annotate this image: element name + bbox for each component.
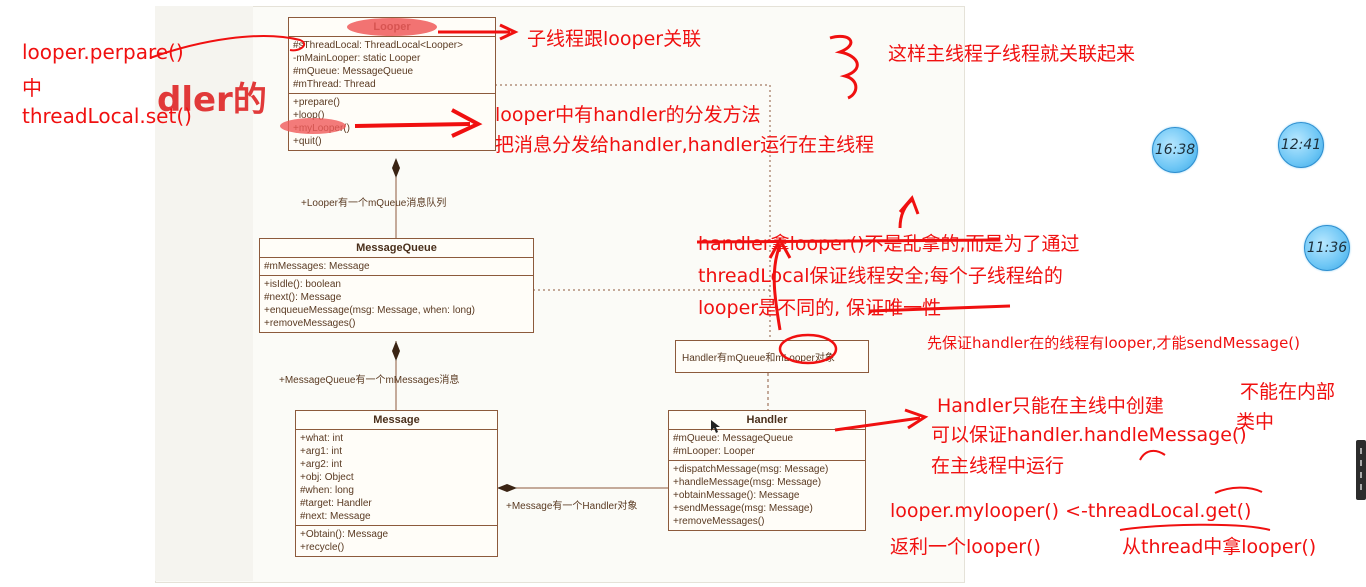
messagequeue-method: #next(): Message — [264, 292, 342, 303]
looper-method: +prepare() — [293, 97, 340, 108]
message-attr: +obj: Object — [300, 472, 354, 483]
annotation-looper-prepare: looper.perpare() — [22, 40, 184, 64]
looper-attributes: #sThreadLocal: ThreadLocal<Looper> -mMai… — [289, 37, 495, 94]
handler-method: +dispatchMessage(msg: Message) — [673, 464, 829, 475]
message-attr: #when: long — [300, 485, 354, 496]
annotation-mylooper: looper.mylooper() <-threadLocal.get() — [890, 500, 1252, 522]
annotation-loop-dispatch: looper中有handler的分发方法 — [495, 104, 761, 126]
annotation-return-looper: 返利一个looper() — [890, 536, 1041, 558]
looper-attr: -mMainLooper: static Looper — [293, 53, 421, 64]
handler-method: +obtainMessage(): Message — [673, 490, 800, 501]
annotation-associated: 这样主线程子线程就关联起来 — [888, 43, 1136, 65]
annotation-looper-unique: looper是不同的, 保证唯一性 — [698, 297, 942, 319]
handler-method: +sendMessage(msg: Message) — [673, 503, 813, 514]
looper-method: +loop() — [293, 110, 325, 121]
annotation-from-thread: 从thread中拿looper() — [1122, 536, 1317, 558]
annotation-in: 中 — [22, 76, 42, 100]
clock-widget[interactable]: 12:41 — [1278, 122, 1324, 168]
message-attr: #target: Handler — [300, 498, 372, 509]
clock-time: 12:41 — [1280, 137, 1322, 153]
annotation-threadlocal-safe: threadLocal保证线程安全;每个子线程给的 — [698, 265, 1063, 287]
messagequeue-method: +removeMessages() — [264, 318, 356, 329]
messagequeue-attributes: #mMessages: Message — [260, 258, 533, 276]
message-methods: +Obtain(): Message +recycle() — [296, 526, 497, 556]
message-attr: +arg2: int — [300, 459, 342, 470]
cursor-icon — [711, 420, 720, 433]
handler-class-title: Handler — [669, 411, 865, 430]
annotation-threadlocal-set: threadLocal.set() — [22, 104, 192, 128]
messagequeue-method: +enqueueMessage(msg: Message, when: long… — [264, 305, 475, 316]
handler-attributes: #mQueue: MessageQueue #mLooper: Looper — [669, 430, 865, 461]
looper-attr: #mThread: Thread — [293, 79, 376, 90]
handler-attr: #mLooper: Looper — [673, 446, 755, 457]
annotation-inner-class-2: 类中 — [1236, 411, 1275, 433]
handler-attr: #mQueue: MessageQueue — [673, 433, 794, 444]
annotation-inner-class-1: 不能在内部 — [1240, 381, 1336, 403]
slide-margin — [155, 6, 253, 581]
handler-method: +handleMessage(msg: Message) — [673, 477, 822, 488]
clock-time: 11:36 — [1306, 240, 1348, 256]
message-class-box: Message +what: int +arg1: int +arg2: int… — [295, 410, 498, 557]
looper-attr: #sThreadLocal: ThreadLocal<Looper> — [293, 40, 463, 51]
scrollbar[interactable] — [1356, 440, 1366, 500]
message-attr: +arg1: int — [300, 446, 342, 457]
annotation-handle-message: 可以保证handler.handleMessage() — [931, 424, 1247, 446]
annotation-run-main: 在主线程中运行 — [931, 455, 1065, 477]
annotation-handler-main: Handler只能在主线中创建 — [937, 395, 1164, 417]
looper-attr: #mQueue: MessageQueue — [293, 66, 414, 77]
messagequeue-method: +isIdle(): boolean — [264, 279, 341, 290]
messagequeue-class-box: MessageQueue #mMessages: Message +isIdle… — [259, 238, 534, 333]
clock-widget[interactable]: 16:38 — [1152, 127, 1198, 173]
caption-looper-queue: +Looper有一个mQueue消息队列 — [301, 198, 447, 209]
message-class-title: Message — [296, 411, 497, 430]
annotation-ensure-looper: 先保证handler在的线程有looper,才能sendMessage() — [927, 334, 1301, 352]
message-attr: +what: int — [300, 433, 344, 444]
looper-method: +quit() — [293, 136, 322, 147]
annotation-thread-looper: 子线程跟looper关联 — [527, 28, 702, 50]
message-method: +recycle() — [300, 542, 345, 553]
handler-method: +removeMessages() — [673, 516, 765, 527]
messagequeue-methods: +isIdle(): boolean #next(): Message +enq… — [260, 276, 533, 332]
caption-message-handler: +Message有一个Handler对象 — [506, 501, 638, 512]
background-heading: dler的 — [157, 80, 267, 120]
handler-class-box: Handler #mQueue: MessageQueue #mLooper: … — [668, 410, 866, 531]
annotation-dispatch-handler: 把消息分发给handler,handler运行在主线程 — [495, 134, 875, 156]
handler-methods: +dispatchMessage(msg: Message) +handleMe… — [669, 461, 865, 530]
caption-queue-messages: +MessageQueue有一个mMessages消息 — [279, 375, 460, 386]
message-method: +Obtain(): Message — [300, 529, 389, 540]
annotation-handler-looper: handler拿looper()不是乱拿的,而是为了通过 — [698, 233, 1080, 255]
clock-widget[interactable]: 11:36 — [1304, 225, 1350, 271]
message-attributes: +what: int +arg1: int +arg2: int +obj: O… — [296, 430, 497, 526]
messagequeue-attr: #mMessages: Message — [264, 261, 370, 272]
messagequeue-class-title: MessageQueue — [260, 239, 533, 258]
clock-time: 16:38 — [1154, 142, 1196, 158]
handler-note: Handler有mQueue和mLooper对象 — [675, 340, 869, 373]
message-attr: #next: Message — [300, 511, 371, 522]
